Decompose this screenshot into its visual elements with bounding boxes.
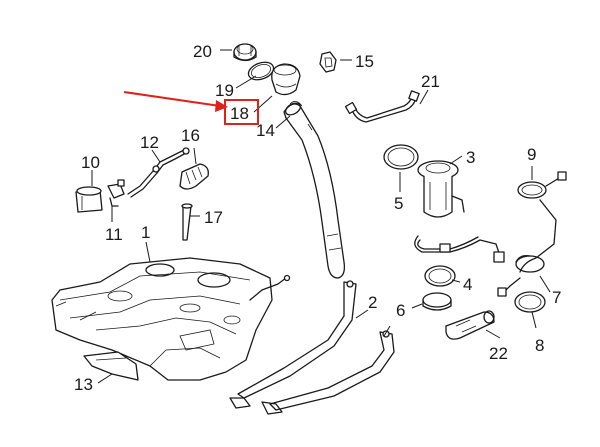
callout-19: 19 [215, 81, 234, 100]
part-15-clip [319, 51, 337, 73]
highlight-arrow [123, 91, 228, 112]
part-14-filler-pipe [283, 101, 346, 279]
callout-17: 17 [204, 208, 223, 227]
part-16-hose [179, 163, 209, 190]
callout-5: 5 [394, 194, 403, 213]
callout-2: 2 [368, 293, 377, 312]
highlight-box [224, 99, 259, 125]
callout-3: 3 [466, 148, 475, 167]
part-12-bracket-hose [127, 147, 190, 198]
part-10-fuel-filter [75, 186, 103, 213]
callout-20: 20 [193, 42, 212, 61]
part-18-filler-housing [271, 63, 301, 96]
callout-4: 4 [463, 275, 472, 294]
callout-11: 11 [105, 225, 123, 244]
part-6-lock-ring [422, 292, 452, 311]
part-22-strainer [445, 310, 495, 340]
part-21-vent-hose [344, 90, 420, 123]
part-20-cap [233, 43, 257, 62]
callout-10: 10 [81, 153, 100, 172]
part-4-ring [424, 265, 456, 287]
callout-9: 9 [527, 145, 536, 164]
part-5-seal-ring [383, 144, 419, 170]
callout-16: 16 [181, 126, 200, 145]
callout-1: 1 [141, 223, 150, 242]
part-8-ring [514, 291, 546, 313]
callout-8: 8 [535, 336, 544, 355]
part-19-seal-ring [247, 61, 275, 81]
part-1-fuel-tank [51, 257, 291, 381]
callout-7: 7 [552, 288, 561, 307]
callout-14: 14 [256, 121, 275, 140]
part-2-tank-straps [229, 280, 395, 415]
callout-12: 12 [140, 133, 159, 152]
callout-22: 22 [489, 344, 508, 363]
callout-6: 6 [396, 301, 405, 320]
callout-21: 21 [421, 72, 440, 91]
part-13-heat-shield [83, 351, 139, 381]
part-17-tube [181, 203, 193, 241]
part-9-sending-unit [497, 171, 567, 297]
part-3-fuel-pump [414, 160, 505, 263]
callout-13: 13 [74, 375, 93, 394]
part-11-connector [107, 179, 125, 207]
callout-15: 15 [355, 52, 374, 71]
callout-18: 18 [230, 104, 249, 123]
